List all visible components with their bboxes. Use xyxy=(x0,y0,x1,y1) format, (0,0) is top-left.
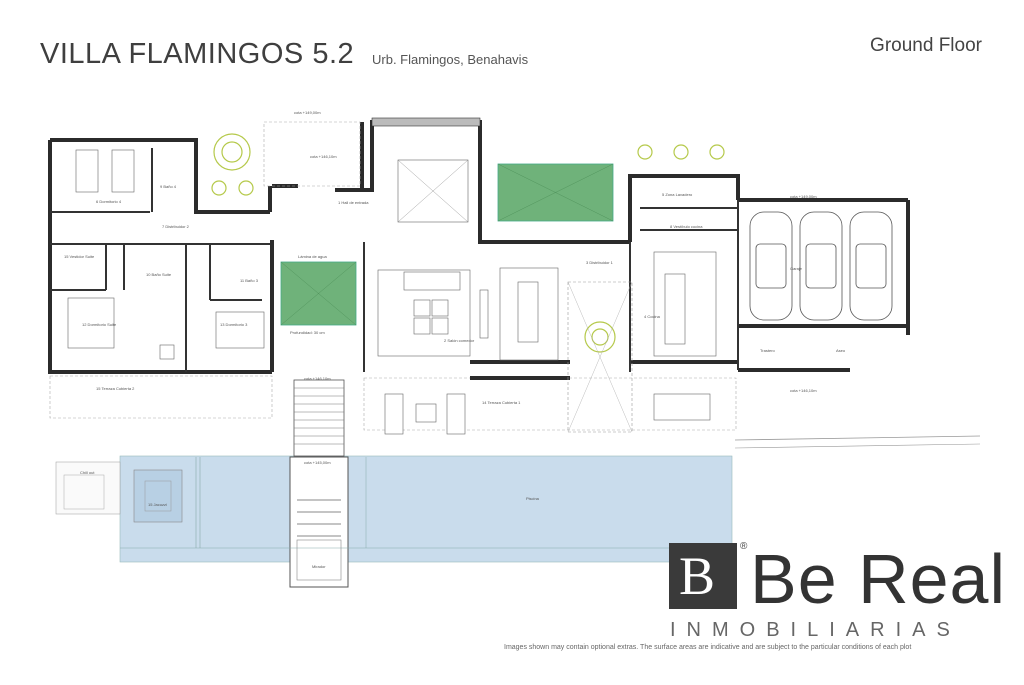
room-label: 15 Jacuzzi xyxy=(148,502,167,507)
room-label: 5 Zona Lavadero xyxy=(662,192,693,197)
terrace-table xyxy=(653,393,711,421)
room-label: Piscina xyxy=(526,496,540,501)
pool-area xyxy=(119,455,733,563)
room-label: 3 Distribuidor 1 xyxy=(586,260,614,265)
room-label: 14 Terraza Cubierta 1 xyxy=(482,400,521,405)
pool-stairs xyxy=(289,456,349,588)
brand-logo-letter: B xyxy=(679,546,716,606)
room-label: 10 Baño Suite xyxy=(146,272,172,277)
room-label: Lámina de agua xyxy=(298,254,327,259)
room-label: Aseo xyxy=(836,348,846,353)
level-label: cota +149,00m xyxy=(294,110,321,115)
tree xyxy=(213,133,251,171)
brand-name: Be Real xyxy=(750,540,1007,618)
terrace-left xyxy=(49,375,273,419)
dining-table xyxy=(517,281,539,343)
room-label: 1 Hall de entrada xyxy=(338,200,369,205)
jacuzzi xyxy=(133,469,183,523)
sofa xyxy=(403,271,461,291)
room-label: 7 Distribuidor 2 xyxy=(162,224,190,229)
floor-label: Ground Floor xyxy=(870,35,982,56)
brand-logo-mark: B xyxy=(669,543,737,609)
level-label: cota +146,10m xyxy=(790,388,817,393)
room-label: Trastero xyxy=(760,348,776,353)
room-label: 8 Vestíbulo cocina xyxy=(670,224,703,229)
room-label: Mirador xyxy=(312,564,326,569)
room-label: 11 Baño 3 xyxy=(240,278,259,283)
room-label: 6 Dormitorio 4 xyxy=(96,199,122,204)
level-label: cota +146,10m xyxy=(304,376,331,381)
level-label: cota +149,00m xyxy=(790,194,817,199)
room-label: Garaje xyxy=(790,266,803,271)
room-label: 2 Salón comedor xyxy=(444,338,475,343)
room-label: Profundidad: 30 cm xyxy=(290,330,325,335)
villa-location: Urb. Flamingos, Benahavis xyxy=(372,52,529,67)
room-label: Chill out xyxy=(80,470,95,475)
entrance-stairs xyxy=(397,159,469,223)
room-label: 15 Terraza Cubierta 2 xyxy=(96,386,135,391)
level-label: cota +145,00m xyxy=(304,460,331,465)
room-label: 15 Vestidor Suite xyxy=(64,254,95,259)
room-label: 12 Dormitorio Suite xyxy=(82,322,117,327)
chill-out-area xyxy=(55,461,121,515)
room-label: 4 Cocina xyxy=(644,314,661,319)
registered-mark: ® xyxy=(740,541,748,552)
level-label: cota +146,10m xyxy=(310,154,337,159)
courtyard xyxy=(567,281,633,433)
disclaimer: Images shown may contain optional extras… xyxy=(504,644,912,651)
villa-title: VILLA FLAMINGOS 5.2 xyxy=(40,38,355,70)
main-stairs xyxy=(293,379,345,457)
kitchen-island xyxy=(664,273,686,345)
room-label: 13 Dormitorio 3 xyxy=(220,322,248,327)
bed xyxy=(75,149,99,193)
room-label: 9 Baño 4 xyxy=(160,184,177,189)
brand-tagline: INMOBILIARIAS xyxy=(670,619,961,641)
